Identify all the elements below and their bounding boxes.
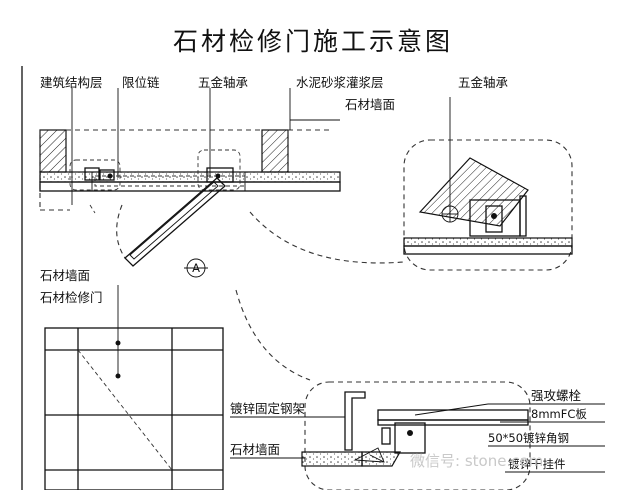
label-hinge-1: 五金轴承 <box>198 75 249 90</box>
label-hanger: 镀锌干挂件 <box>508 457 566 471</box>
label-stone-wall-2: 石材墙面 <box>40 268 90 283</box>
open-door-panel <box>124 177 226 267</box>
hinge-detail-callout <box>403 97 573 271</box>
watermark: 微信号: stone.com <box>410 452 543 470</box>
label-fc-board: 8mmFC板 <box>531 407 587 421</box>
label-galv-frame: 镀锌固定钢架 <box>230 401 305 416</box>
bottom-section-detail <box>301 381 531 490</box>
label-stone-wall-3: 石材墙面 <box>230 442 280 457</box>
label-stone-wall-1: 石材墙面 <box>345 97 395 112</box>
left-structure-wall <box>39 129 67 173</box>
label-self-tap-bolt: 强攻螺栓 <box>531 388 582 403</box>
label-angle-steel: 50*50镀锌角钢 <box>488 431 569 445</box>
label-limit-chain: 限位链 <box>122 75 160 90</box>
elevation-grid <box>44 327 224 490</box>
label-stone-door: 石材检修门 <box>40 290 103 305</box>
label-building-structure: 建筑结构层 <box>40 75 103 90</box>
diagram-title: 石材检修门施工示意图 <box>173 27 453 56</box>
label-hinge-2: 五金轴承 <box>458 75 509 90</box>
label-mortar: 水泥砂浆灌浆层 <box>296 75 384 90</box>
top-plan-section: A <box>21 66 341 490</box>
stone-wall-layer <box>39 181 341 192</box>
right-structure-wall <box>261 129 289 173</box>
